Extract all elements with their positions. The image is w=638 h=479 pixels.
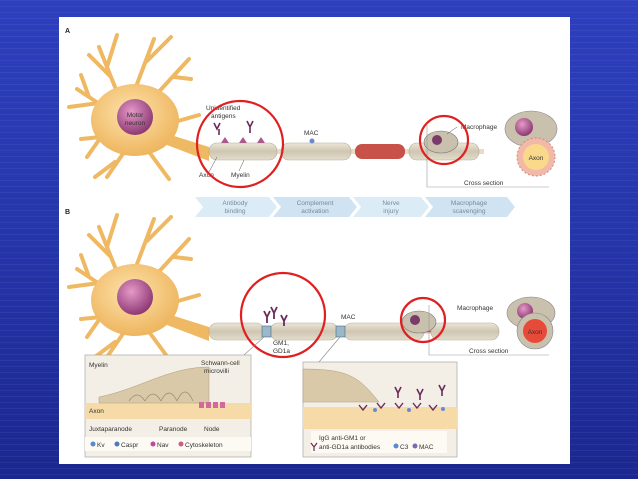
stage-2-line1: Complement (297, 200, 334, 207)
motor-neuron-b (67, 213, 209, 361)
stage-3-line2: injury (383, 208, 399, 215)
stage-3-line1: Nerve (382, 200, 400, 207)
panel-b-letter: B (65, 209, 70, 216)
highlight-circle-a2 (418, 114, 470, 166)
highlight-circle-b2 (399, 296, 447, 344)
stage-arrows: Antibody binding Complement activation N… (195, 197, 515, 217)
mac-label-b: MAC (341, 314, 356, 321)
legend-caspr: Caspr (121, 442, 139, 449)
legend-nav: Nav (157, 442, 169, 449)
cross-section-b: Cross section Macrophage Axon (428, 296, 556, 356)
legend-mac: MAC (419, 444, 434, 451)
highlight-circle-b1 (239, 271, 327, 359)
cross-section-label-b: Cross section (469, 348, 509, 355)
inset-right-legend-2: anti-GD1a antibodies (319, 444, 381, 451)
motor-neuron-label-1: Motor (127, 112, 144, 119)
myelin-label-a: Myelin (231, 172, 250, 179)
macrophage-label-b: Macrophage (457, 305, 494, 312)
inset-myelin-label: Myelin (89, 362, 108, 369)
mac-label-a: MAC (304, 130, 319, 137)
figure-panel: A Motor neuron Unidentified antigens MAC… (59, 17, 570, 464)
legend-c3: C3 (400, 444, 409, 451)
cross-section-label-a: Cross section (464, 180, 504, 187)
axon-cross-label-b: Axon (528, 329, 543, 336)
figure-svg: A Motor neuron Unidentified antigens MAC… (65, 28, 558, 458)
macrophage-label-a: Macrophage (461, 124, 498, 131)
inset-right-legend-1: IgG anti-GM1 or (319, 435, 366, 442)
cross-section-a: Cross section Macrophage Axon (426, 110, 558, 188)
motor-neuron-label-2: neuron (125, 120, 146, 127)
paranode-label: Paranode (159, 426, 188, 433)
gm1-label-1: GM1, (273, 340, 289, 347)
inset-right: IgG anti-GM1 or anti-GD1a antibodies C3 … (302, 361, 458, 458)
stage-4-line1: Macrophage (451, 200, 488, 207)
axon-b (208, 306, 500, 341)
axon-cross-label-a: Axon (529, 155, 544, 162)
highlight-circle-a1 (195, 99, 285, 189)
stage-2-line2: activation (301, 208, 329, 215)
stage-4-line2: scavenging (453, 208, 486, 215)
juxtaparanode-label: Juxtaparanode (89, 426, 132, 433)
gm1-label-2: GD1a (273, 348, 290, 355)
axon-a (208, 120, 484, 161)
antigens-label-2: antigens (211, 113, 236, 120)
inset-left: Myelin Schwann-cell microvilli Axon Juxt… (84, 354, 252, 458)
stage-1-line1: Antibody (222, 200, 248, 207)
motor-neuron-a: Motor neuron (67, 33, 209, 181)
axon-label-a: Axon (199, 172, 214, 179)
node-label: Node (204, 426, 220, 433)
legend-cytoskeleton: Cytoskeleton (185, 442, 223, 449)
panel-a-letter: A (65, 28, 70, 35)
stage-1-line2: binding (225, 208, 246, 215)
antigens-label-1: Unidentified (206, 105, 241, 112)
inset-axon-label: Axon (89, 408, 104, 415)
inset-schwann-label-1: Schwann-cell (201, 360, 240, 367)
legend-kv: Kv (97, 442, 105, 449)
inset-schwann-label-2: microvilli (204, 368, 229, 375)
